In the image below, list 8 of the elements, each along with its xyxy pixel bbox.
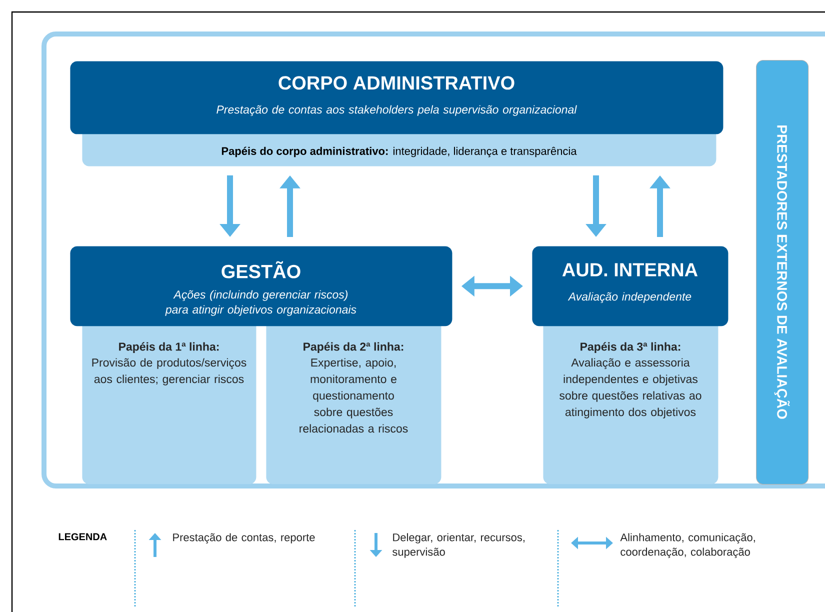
title-box: AUD. INTERNA Avaliação independente bbox=[532, 246, 728, 326]
title-box: CORPO ADMINISTRATIVO Prestação de contas aos stakeholders pela supervisão organizacional bbox=[70, 61, 724, 134]
legend-text: Alinhamento, comunicação, coordenação, colaboração bbox=[620, 533, 755, 558]
legend-heading: LEGENDA bbox=[58, 533, 107, 540]
legend-text: Prestação de contas, reporte bbox=[173, 533, 315, 544]
side-bar: PRESTADORES EXTERNOS DE AVALIAÇÃO bbox=[756, 60, 809, 485]
legend-text: Delegar, orientar, recursos, supervisão bbox=[392, 533, 524, 558]
title-box: GESTÃO Ações (incluindo gerenciar riscos) para atingir objetivos organizacionais bbox=[70, 246, 452, 326]
